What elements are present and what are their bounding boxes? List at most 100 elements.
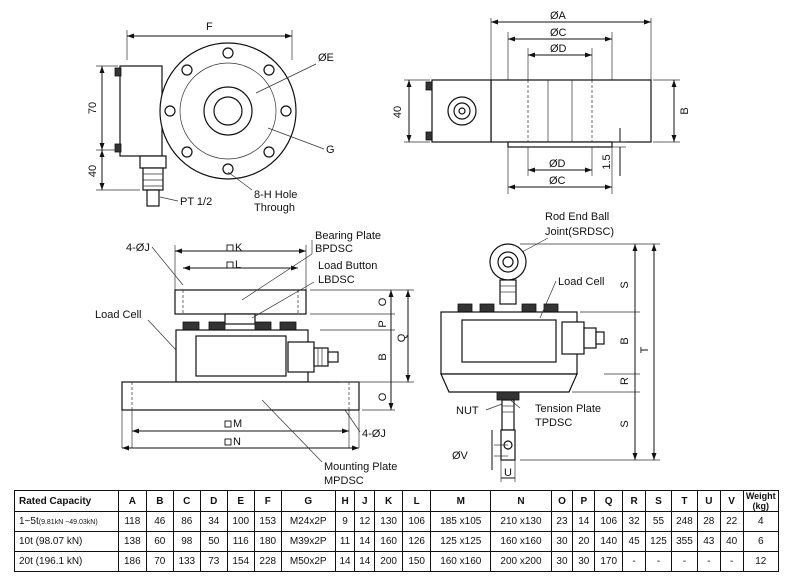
label-holes: 8-H Hole: [254, 189, 297, 201]
dim-p: P: [377, 320, 389, 327]
col-header: H: [334, 490, 356, 512]
col-header: D: [199, 490, 228, 512]
assembly-tension: Rod End Ball Joint(SRDSC) NUT Ten: [440, 211, 660, 482]
table-cell: 118: [117, 511, 147, 532]
table-cell: 60: [145, 531, 174, 552]
dim-t: T: [639, 346, 651, 353]
table-cell: 130: [374, 511, 404, 532]
cell-capacity: 10t (98.07 kN): [14, 531, 119, 552]
table-cell: 154: [226, 551, 255, 572]
table-cell: 200 x200: [490, 551, 552, 572]
table-cell: -: [670, 551, 698, 572]
table-cell: 30: [572, 551, 596, 572]
dim-r: R: [619, 377, 631, 385]
spec-header-row: Rated Capacity A B C D E F G H J K L M N…: [14, 490, 780, 512]
col-header: Q: [594, 490, 624, 512]
dim-phi-d-top: ØD: [550, 43, 567, 55]
label-bearing-plate: Bearing Plate: [315, 230, 381, 242]
table-cell: 186: [117, 551, 147, 572]
label-phi-e: ØE: [318, 52, 334, 64]
label-mpdsc: MPDSC: [324, 475, 364, 487]
table-cell: 125: [645, 531, 672, 552]
table-cell: -: [645, 551, 672, 572]
dim-f: F: [206, 21, 213, 33]
table-cell: 12: [742, 551, 780, 572]
dim-phi-c-bot: ØC: [549, 175, 566, 187]
table-cell: 160: [374, 531, 404, 552]
table-cell: 40: [719, 531, 744, 552]
table-cell: 9: [334, 511, 356, 532]
dim-s-top: S: [619, 281, 631, 288]
dim-b-top: B: [679, 107, 691, 114]
col-header: Rated Capacity: [14, 490, 119, 512]
table-cell: 248: [670, 511, 698, 532]
dim-b-left: B: [377, 353, 389, 360]
capacity-range: (9.81kN ~49.03kN): [38, 519, 98, 526]
dim-phi-v: ØV: [452, 450, 469, 462]
capacity-main: 20t (196.1 kN): [19, 556, 83, 567]
dim-o-top: O: [377, 297, 389, 306]
dim-sq-l: L: [235, 259, 241, 271]
label-load-cell-right: Load Cell: [558, 276, 604, 288]
table-cell: 210 x130: [490, 511, 552, 532]
table-cell: 30: [550, 531, 574, 552]
col-header: R: [622, 490, 647, 512]
table-cell: 200: [374, 551, 404, 572]
table-cell: 14: [354, 551, 376, 572]
table-cell: 106: [402, 511, 432, 532]
col-header: S: [645, 490, 672, 512]
table-cell: 86: [172, 511, 201, 532]
spec-table: Rated Capacity A B C D E F G H J K L M N…: [14, 490, 780, 572]
table-cell: 12: [354, 511, 376, 532]
table-cell: 126: [402, 531, 432, 552]
table-cell: 185 x105: [430, 511, 492, 532]
label-4-phi-j-top: 4-ØJ: [126, 242, 150, 254]
table-cell: 22: [719, 511, 744, 532]
dim-sq-n: N: [233, 436, 241, 448]
table-cell: M39x2P: [280, 531, 336, 552]
table-cell: 170: [594, 551, 624, 572]
table-cell: 55: [645, 511, 672, 532]
table-cell: 46: [145, 511, 174, 532]
col-header: P: [572, 490, 596, 512]
col-header: G: [280, 490, 336, 512]
table-cell: 50: [199, 531, 228, 552]
table-cell: 4: [742, 511, 780, 532]
table-cell: 30: [550, 551, 574, 572]
table-cell: M24x2P: [280, 511, 336, 532]
table-cell: 98: [172, 531, 201, 552]
table-cell: 43: [696, 531, 721, 552]
dim-b-right: B: [619, 337, 631, 344]
table-cell: -: [696, 551, 721, 572]
label-load-button: Load Button: [318, 260, 377, 272]
col-header: J: [354, 490, 376, 512]
dim-u: U: [504, 467, 512, 479]
label-bpdsc: BPDSC: [315, 243, 353, 255]
table-cell: 228: [253, 551, 282, 572]
table-cell: 133: [172, 551, 201, 572]
dim-q: Q: [396, 333, 408, 342]
table-cell: -: [622, 551, 647, 572]
table-cell: 34: [199, 511, 228, 532]
table-cell: 32: [622, 511, 647, 532]
table-cell: 73: [199, 551, 228, 572]
table-cell: 106: [594, 511, 624, 532]
dim-phi-d-bot: ØD: [549, 158, 566, 170]
table-cell: -: [719, 551, 744, 572]
dim-o-bot: O: [377, 392, 389, 401]
table-cell: 153: [253, 511, 282, 532]
label-g: G: [326, 144, 335, 156]
label-tpdsc: TPDSC: [535, 417, 572, 429]
weight-label: Weight: [745, 491, 776, 502]
table-cell: 14: [572, 511, 596, 532]
col-header-weight: Weight(kg): [742, 490, 780, 512]
dim-40-right: 40: [392, 106, 404, 118]
dim-1-5: 1.5: [601, 154, 613, 169]
capacity-main: 1~5t: [19, 516, 39, 527]
capacity-main: 10t (98.07 kN): [19, 536, 83, 547]
table-cell: 150: [402, 551, 432, 572]
table-cell: 355: [670, 531, 698, 552]
cell-capacity: 1~5t(9.81kN ~49.03kN): [14, 511, 119, 532]
